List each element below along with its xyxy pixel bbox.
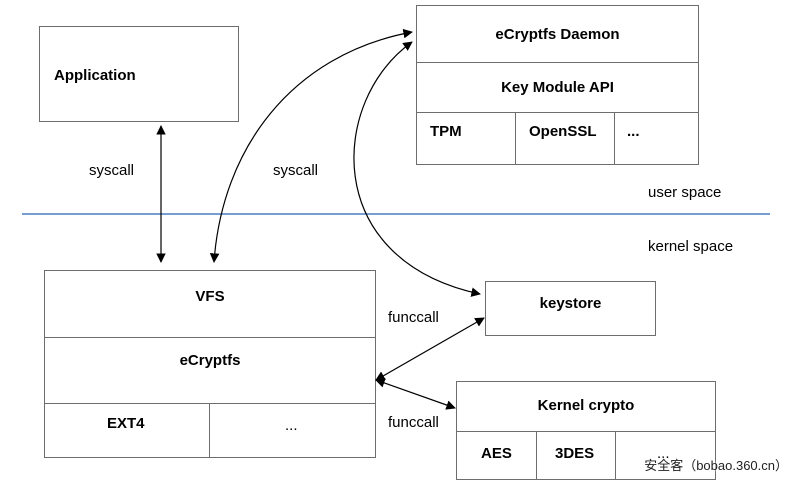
syscall-label-vfs: syscall [273,162,319,179]
module-more: ... [627,123,640,140]
daemon-title: eCryptfs Daemon [495,25,620,43]
kernel-crypto-box: Kernel crypto AES 3DES ... [456,381,716,480]
crypto-algo-divider-1 [536,431,537,479]
syscall-label-app: syscall [89,162,135,179]
algo-more: ... [657,445,670,462]
daemon-divider-1 [417,62,698,63]
crypto-algo-divider-2 [615,431,616,479]
key-module-api: Key Module API [501,79,614,96]
kernel-crypto-title: Kernel crypto [537,396,635,414]
keystore-label: keystore [539,294,602,312]
vfs-fs-divider [209,403,210,457]
module-openssl: OpenSSL [529,123,597,140]
crypto-divider [457,431,715,432]
watermark-text: 安全客（bobao.360.cn） [644,458,788,473]
application-box: Application [39,26,239,122]
funccall-label-crypto: funccall [388,414,439,431]
keystore-box: keystore [485,281,656,336]
algo-aes: AES [481,445,512,462]
user-space-label: user space [648,184,722,201]
arrow-ecryptfs-keystore [375,317,485,381]
vfs-label: VFS [195,287,225,305]
arrow-ecryptfs-crypto [375,378,456,410]
application-label: Application [54,67,136,84]
funccall-label-keystore: funccall [388,309,439,326]
daemon-divider-2 [417,112,698,113]
fs-ext4: EXT4 [107,415,145,432]
vfs-divider-2 [45,403,375,404]
arrow-daemon-keystore [353,41,481,297]
vfs-stack-box: VFS eCryptfs EXT4 ... [44,270,376,458]
ecryptfs-label: eCryptfs [179,351,241,369]
arrow-vfs-daemon [209,28,413,263]
kernel-space-label: kernel space [648,238,734,255]
daemon-module-divider-2 [614,112,615,164]
daemon-module-divider-1 [515,112,516,164]
algo-3des: 3DES [555,445,595,462]
fs-more: ... [285,417,298,434]
vfs-divider-1 [45,337,375,338]
